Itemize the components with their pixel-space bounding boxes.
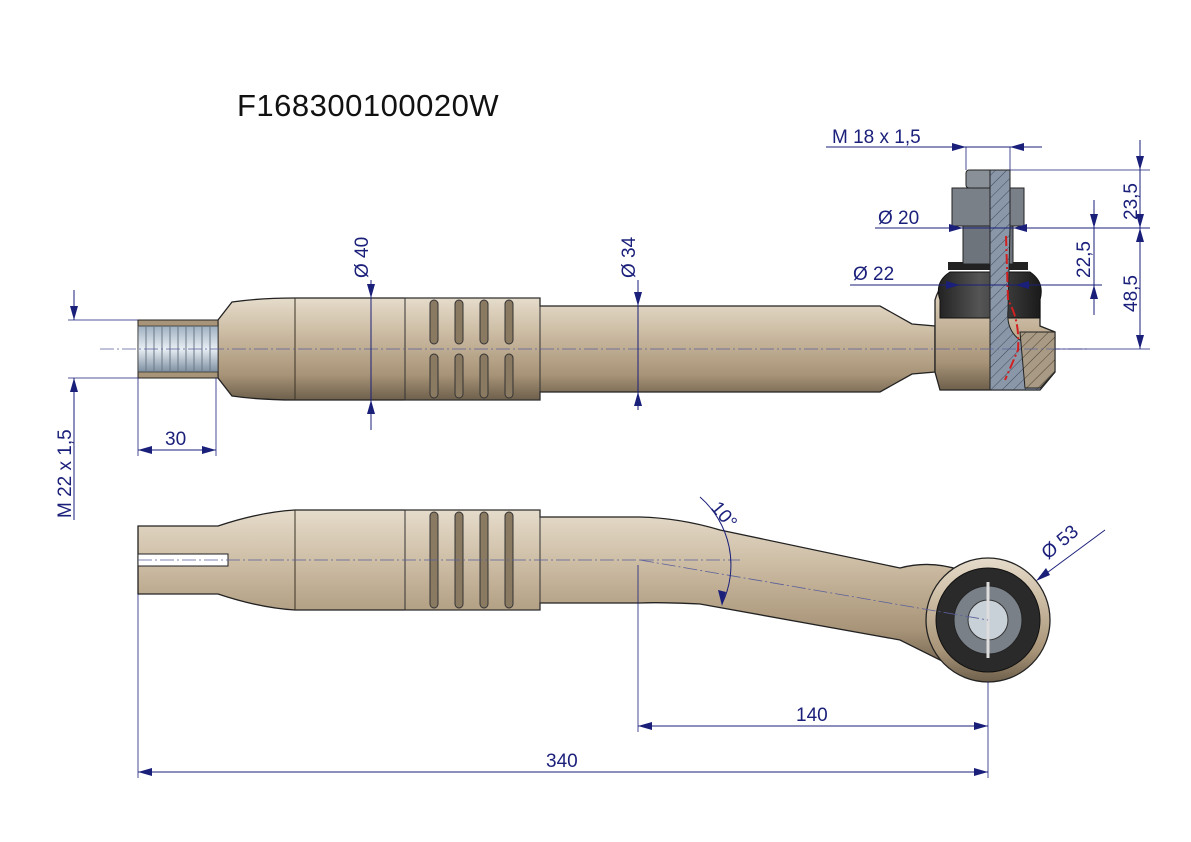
rod-thread-label: M 22 x 1,5 <box>55 429 76 518</box>
eye-offset-label: 140 <box>796 705 828 726</box>
top-view-dimensions: M 22 x 1,5 30 Ø 40 Ø 34 M 18 x 1,5 Ø 20 … <box>55 127 1150 520</box>
stud-length-mid-label: 22,5 <box>1074 241 1095 278</box>
shaft-diameter-label: Ø 34 <box>619 236 640 278</box>
thread-length-label: 30 <box>165 429 186 450</box>
stud-height-label: 48,5 <box>1121 275 1142 312</box>
bottom-view <box>137 509 1051 683</box>
eye-diameter-label: Ø 53 <box>1038 521 1083 564</box>
bent-rod-body <box>137 509 961 672</box>
stud-diameter-lower-label: Ø 22 <box>853 264 894 285</box>
stud-length-top-label: 23,5 <box>1121 183 1142 220</box>
part-number-title: F168300100020W <box>237 88 500 123</box>
overall-length-label: 340 <box>546 751 578 772</box>
stud-diameter-upper-label: Ø 20 <box>878 208 919 229</box>
top-view <box>100 169 1090 401</box>
grip-grooves <box>404 297 541 401</box>
bottom-view-dimensions: 10° Ø 53 140 340 <box>137 496 1106 778</box>
grip-diameter-label: Ø 40 <box>352 237 373 278</box>
stud-thread-label: M 18 x 1,5 <box>832 127 921 148</box>
